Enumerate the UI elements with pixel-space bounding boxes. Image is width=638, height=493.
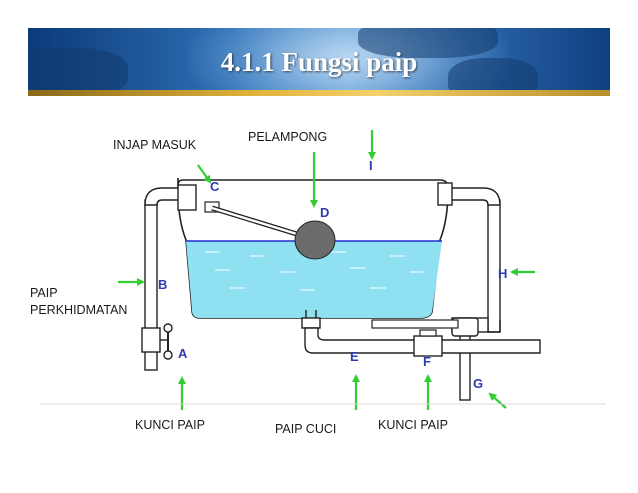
label-paip-perkhidmatan-2: PERKHIDMATAN — [30, 303, 128, 317]
letter-d: D — [320, 205, 329, 220]
float-ball — [294, 220, 336, 260]
overflow-connector — [437, 182, 453, 206]
stop-cock-body — [141, 327, 161, 353]
label-paip-cuci: PAIP CUCI — [275, 422, 337, 436]
tank-water — [186, 241, 442, 318]
title-banner — [28, 28, 610, 90]
letter-g: G — [473, 376, 483, 391]
inlet-valve-seat — [204, 201, 220, 213]
label-paip-perkhidmatan-1: PAIP — [30, 286, 58, 300]
service-pipe-elbow — [144, 187, 181, 206]
letter-a: A — [178, 346, 188, 361]
water-ripples — [205, 251, 424, 291]
letter-c: C — [210, 179, 220, 194]
letter-h: H — [498, 266, 507, 281]
label-kunci-paip-left: KUNCI PAIP — [135, 418, 205, 432]
inlet-valve-body — [177, 184, 197, 211]
letter-b: B — [158, 277, 167, 292]
flush-outlet-nut — [301, 317, 321, 329]
label-kunci-paip-right: KUNCI PAIP — [378, 418, 448, 432]
banner-map-shape — [28, 48, 128, 90]
flush-pipe-valve — [413, 335, 443, 357]
arrow-g — [488, 392, 507, 409]
arrow-injap-masuk — [197, 164, 212, 184]
label-injap-masuk: INJAP MASUK — [113, 138, 197, 152]
letter-e: E — [350, 349, 359, 364]
banner-map-shape — [358, 28, 498, 58]
slide-title: 4.1.1 Fungsi paip — [220, 47, 418, 77]
label-pelampong: PELAMPONG — [248, 130, 328, 144]
letter-f: F — [423, 354, 431, 369]
letter-i: I — [369, 158, 373, 173]
overflow-pipe-elbow — [439, 187, 501, 206]
banner-gold-stripe — [28, 90, 610, 96]
banner-map-shape — [448, 58, 538, 90]
